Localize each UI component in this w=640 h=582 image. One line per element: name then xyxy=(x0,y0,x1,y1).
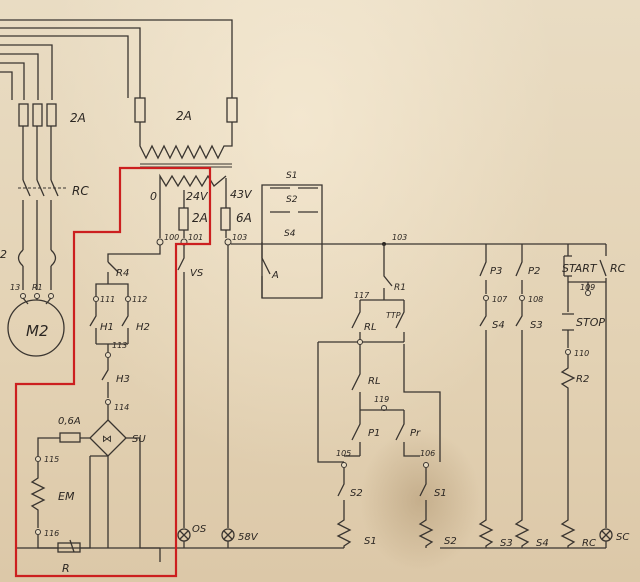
highlight-outline xyxy=(14,166,212,578)
start-stop-branch: START RC 109 STOP 110 R2 RC SC xyxy=(560,244,629,549)
s2-top-label: S2 xyxy=(286,195,298,205)
node-110: 110 xyxy=(574,349,589,358)
coil-rc-label: RC xyxy=(582,538,596,549)
terminal-13: 13 xyxy=(10,283,20,292)
node-106: 106 xyxy=(420,449,435,458)
h1-label: H1 xyxy=(100,322,114,333)
s4-top-label: S4 xyxy=(284,229,296,239)
secondary-fuse-rating: 2A xyxy=(192,211,208,225)
top-contact-block: S1 S2 S4 A xyxy=(261,171,323,299)
stop-label: STOP xyxy=(576,316,605,329)
node-100: 100 xyxy=(164,233,179,242)
a-label: A xyxy=(271,270,279,281)
lamp-58v-branch: 58V xyxy=(221,245,259,548)
rectifier-symbol: ⋈ xyxy=(102,434,112,445)
s1-mid-label: S1 xyxy=(434,488,447,499)
node-103: 103 xyxy=(232,233,247,242)
node-116: 116 xyxy=(44,529,59,538)
coil-s2-label: S2 xyxy=(444,536,457,547)
os-label: OS xyxy=(192,524,207,535)
em-label: EM xyxy=(58,490,75,503)
p1-label: P1 xyxy=(368,428,380,439)
node-115: 115 xyxy=(44,455,59,464)
lamp-58v-label: 58V xyxy=(238,532,259,543)
r-label: R xyxy=(62,562,70,575)
s4-label: S4 xyxy=(492,320,505,331)
node-117: 117 xyxy=(354,291,370,300)
ttp-label: TTP xyxy=(386,311,401,320)
motor-label: M2 xyxy=(26,322,49,340)
coil-s1-label: S1 xyxy=(364,536,377,547)
node-114: 114 xyxy=(114,403,129,412)
s3-label: S3 xyxy=(530,320,543,331)
s1-s2-coil-branches: 105 S2 S1 106 S1 S2 xyxy=(336,449,457,548)
rectifier-fuse-rating: 0,6A xyxy=(58,416,81,427)
transformer: 2A 0 24V 43V 2A 6A xyxy=(134,97,253,238)
rc-contacts: RC 2 13 R1 xyxy=(0,179,89,299)
node-101: 101 xyxy=(188,233,203,242)
p3-label: P3 xyxy=(490,266,502,277)
motor-fuse-rating: 2A xyxy=(70,111,86,125)
rc-label: RC xyxy=(72,184,89,198)
tap-24v: 24V xyxy=(186,190,209,203)
r4-label: R4 xyxy=(116,268,129,279)
primary-fuse-rating: 2A xyxy=(176,109,192,123)
node-103-bus: 103 xyxy=(392,233,407,242)
r2-label: R2 xyxy=(576,374,589,385)
control-bus: 103 xyxy=(16,233,606,562)
r1-label: R1 xyxy=(394,283,406,293)
node-109: 109 xyxy=(580,283,595,292)
node-113: 113 xyxy=(112,341,127,350)
p2-label: P2 xyxy=(528,266,540,277)
relay-2-label: 2 xyxy=(0,248,7,261)
coil-s4-label: S4 xyxy=(536,538,549,549)
pr-label: Pr xyxy=(410,428,421,439)
supply-lines xyxy=(0,19,233,100)
node-119: 119 xyxy=(374,395,389,404)
sc-label: SC xyxy=(616,532,629,543)
tap-0: 0 xyxy=(150,190,157,203)
rl-label: RL xyxy=(364,322,377,333)
vs-label: VS xyxy=(190,268,204,279)
start-label: START xyxy=(562,262,598,275)
s2-mid-label: S2 xyxy=(350,488,363,499)
su-label: SU xyxy=(132,434,146,445)
rl2-label: RL xyxy=(368,376,381,387)
h3-label: H3 xyxy=(116,374,130,385)
h2-label: H2 xyxy=(136,322,150,333)
tap-43v: 43V xyxy=(230,188,253,201)
rl-block: R1 117 RL TTP RL 119 P1 Pr xyxy=(317,244,441,463)
terminal-r1: R1 xyxy=(32,283,43,292)
left-control-branch: R4 111 112 H1 H2 113 H3 114 ⋈ SU 0,6A 11… xyxy=(30,245,161,575)
node-107: 107 xyxy=(492,295,508,304)
p3-p2-branches: P3 107 S4 S3 P2 108 S3 S4 xyxy=(478,244,549,549)
coil-s3-label: S3 xyxy=(500,538,513,549)
node-111: 111 xyxy=(100,295,115,304)
node-112: 112 xyxy=(132,295,147,304)
s1-top-label: S1 xyxy=(286,171,297,181)
motor-m2: M2 xyxy=(7,297,65,357)
node-108: 108 xyxy=(528,295,543,304)
motor-fuses: 2A xyxy=(18,103,86,180)
fuse-6a-rating: 6A xyxy=(236,211,252,225)
rc-top-label: RC xyxy=(610,262,626,275)
node-105: 105 xyxy=(336,449,351,458)
vs-branch: VS OS xyxy=(177,245,207,548)
